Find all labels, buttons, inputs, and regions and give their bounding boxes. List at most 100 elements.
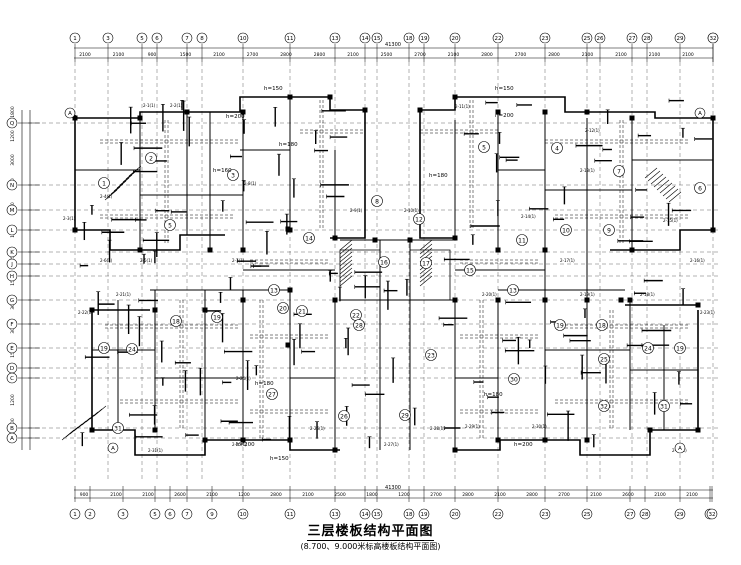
room-number: 18: [598, 322, 606, 329]
column: [542, 247, 548, 253]
top-axis-label: 29: [677, 36, 684, 42]
room-number: 8: [375, 198, 379, 205]
room-number-circle: [694, 182, 706, 194]
top-dimension-value: 2100: [347, 52, 359, 58]
top-axis-label-circle: [403, 32, 415, 44]
room-number: 5: [168, 222, 172, 229]
top-axis-label-circle: [492, 32, 504, 44]
exterior-wall: [91, 310, 340, 456]
stair-tread: [339, 243, 353, 255]
top-dimension-value: 2800: [280, 52, 292, 58]
top-axis-label: 23: [542, 36, 549, 42]
room-number: 29: [401, 412, 409, 419]
top-dimension-value: 2800: [314, 52, 326, 58]
bottom-axis-label-circle: [164, 508, 176, 520]
room-number: 32: [600, 403, 608, 410]
column: [285, 226, 291, 232]
left-axis-label-circle: [6, 117, 18, 129]
stair-tread: [128, 165, 142, 177]
room-number: 6: [698, 185, 702, 192]
stair-tread: [104, 189, 118, 201]
room-number-circle: [378, 256, 390, 268]
column: [452, 94, 458, 100]
left-dimension-value: 1800: [10, 106, 16, 118]
top-axis-label: 3: [106, 36, 110, 42]
stair-tread: [113, 180, 127, 192]
top-axis-label-circle: [449, 32, 461, 44]
beam-label: 2-2(1): [170, 103, 183, 108]
bottom-dimension-value: 2800: [462, 492, 474, 498]
stair-tread: [668, 191, 682, 203]
bottom-axis-label: 5: [153, 512, 157, 518]
column: [202, 307, 208, 313]
bottom-axis-label-circle: [329, 508, 341, 520]
column: [202, 437, 208, 443]
column: [695, 302, 701, 308]
column: [618, 297, 624, 303]
left-axis-label-circle: [6, 204, 18, 216]
top-axis-label: 15: [374, 36, 381, 42]
slab-thickness-label: h=200: [226, 114, 245, 120]
room-number-circle: [425, 349, 437, 361]
bottom-dimension-value: 2100: [302, 492, 314, 498]
room-number: 25: [600, 356, 608, 363]
stair-tread: [339, 255, 353, 267]
stair-tread: [659, 182, 673, 194]
top-axis-label: 27: [629, 36, 636, 42]
column: [629, 247, 635, 253]
beam-label: 2-28(1): [430, 426, 445, 431]
column: [627, 297, 633, 303]
top-axis-label-circle: [581, 32, 593, 44]
room-number: 19: [556, 322, 564, 329]
room-number: 2: [149, 155, 153, 162]
beam-label: 2-1(1): [143, 103, 156, 108]
beam-label: 2-31(1): [148, 448, 163, 453]
left-axis-label: C: [10, 376, 14, 382]
top-axis-label-circle: [626, 32, 638, 44]
bottom-axis-label-circle: [449, 508, 461, 520]
room-number: 14: [305, 235, 313, 242]
column: [207, 247, 213, 253]
room-number: 31: [660, 403, 668, 410]
room-number: 21: [298, 308, 306, 315]
beam-label: 2-25(1): [232, 442, 247, 447]
slab-thickness-label: h=200: [514, 442, 533, 448]
axis-bubbles-layer: 1356781011131415181920222325262728293032…: [6, 32, 719, 520]
top-dimension-value: 2700: [414, 52, 426, 58]
bottom-axis-label-circle: [149, 508, 161, 520]
left-axis-label: K: [10, 250, 14, 256]
top-dimension-value: 2700: [247, 52, 259, 58]
column: [89, 427, 95, 433]
top-axis-label-circle: [181, 32, 193, 44]
top-axis-label-circle: [641, 32, 653, 44]
left-axis-label: Q: [10, 121, 15, 127]
room-number: 20: [279, 305, 287, 312]
room-number-circle: [353, 319, 365, 331]
bottom-dimension-value: 2600: [622, 492, 634, 498]
slab-thickness-label: h=180: [279, 142, 298, 148]
stair-tread: [110, 183, 124, 195]
room-number-circle: [603, 224, 615, 236]
top-dimension-value: 2800: [481, 52, 493, 58]
room-number-circle: [399, 409, 411, 421]
room-number-circle: [98, 177, 110, 189]
left-axis-label-circle: [6, 294, 18, 306]
beam-label: 2-11(1): [455, 104, 470, 109]
room-number: 19: [213, 314, 221, 321]
left-dimension-value: 1200: [10, 130, 16, 142]
bottom-axis-label: 27: [627, 512, 634, 518]
slab-thickness-label: h=200: [495, 113, 514, 119]
top-axis-label-circle: [196, 32, 208, 44]
left-axis-label-circle: [6, 318, 18, 330]
top-axis-label: 28: [644, 36, 651, 42]
top-dimension-value: 2100: [213, 52, 225, 58]
column: [240, 297, 246, 303]
stair-tread: [419, 275, 433, 287]
stair-tread: [93, 405, 107, 417]
column: [287, 437, 293, 443]
column: [542, 437, 548, 443]
top-axis-label-circle: [69, 32, 81, 44]
bottom-axis-label-circle: [639, 508, 651, 520]
